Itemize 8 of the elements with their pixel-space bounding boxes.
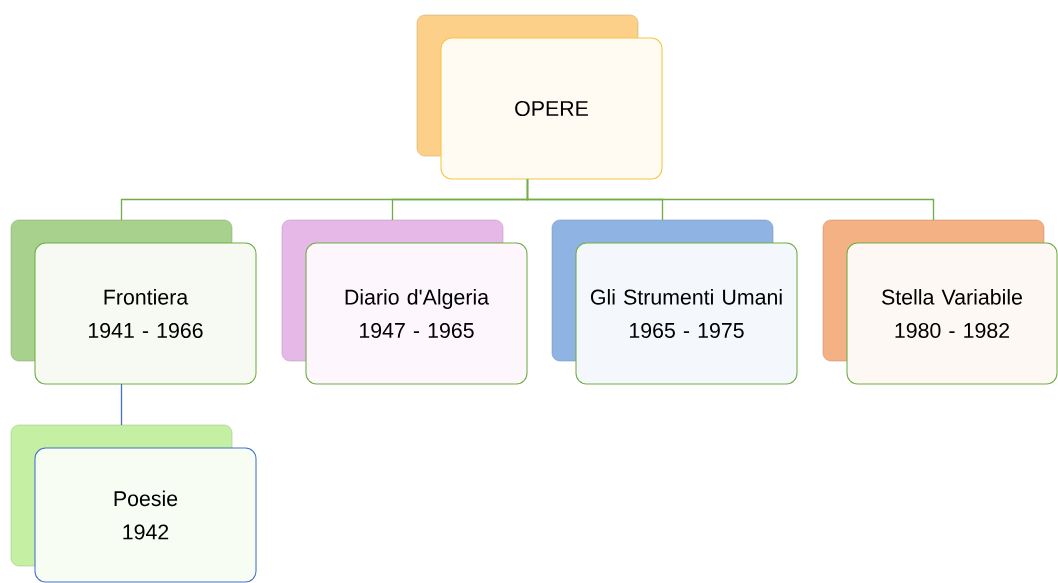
chart-box: Diario d'Algeria 1947 - 1965 — [281, 219, 528, 385]
connector-line — [526, 178, 935, 221]
chart-box: Poesie 1942 — [10, 424, 257, 583]
chart-box: Stella Variabile 1980 - 1982 — [822, 219, 1058, 385]
chart-box: Frontiera 1941 - 1966 — [10, 219, 257, 385]
chart-box: OPERE — [416, 14, 663, 180]
chart-box: Gli Strumenti Umani 1965 - 1975 — [551, 219, 798, 385]
connector-line — [120, 383, 123, 426]
